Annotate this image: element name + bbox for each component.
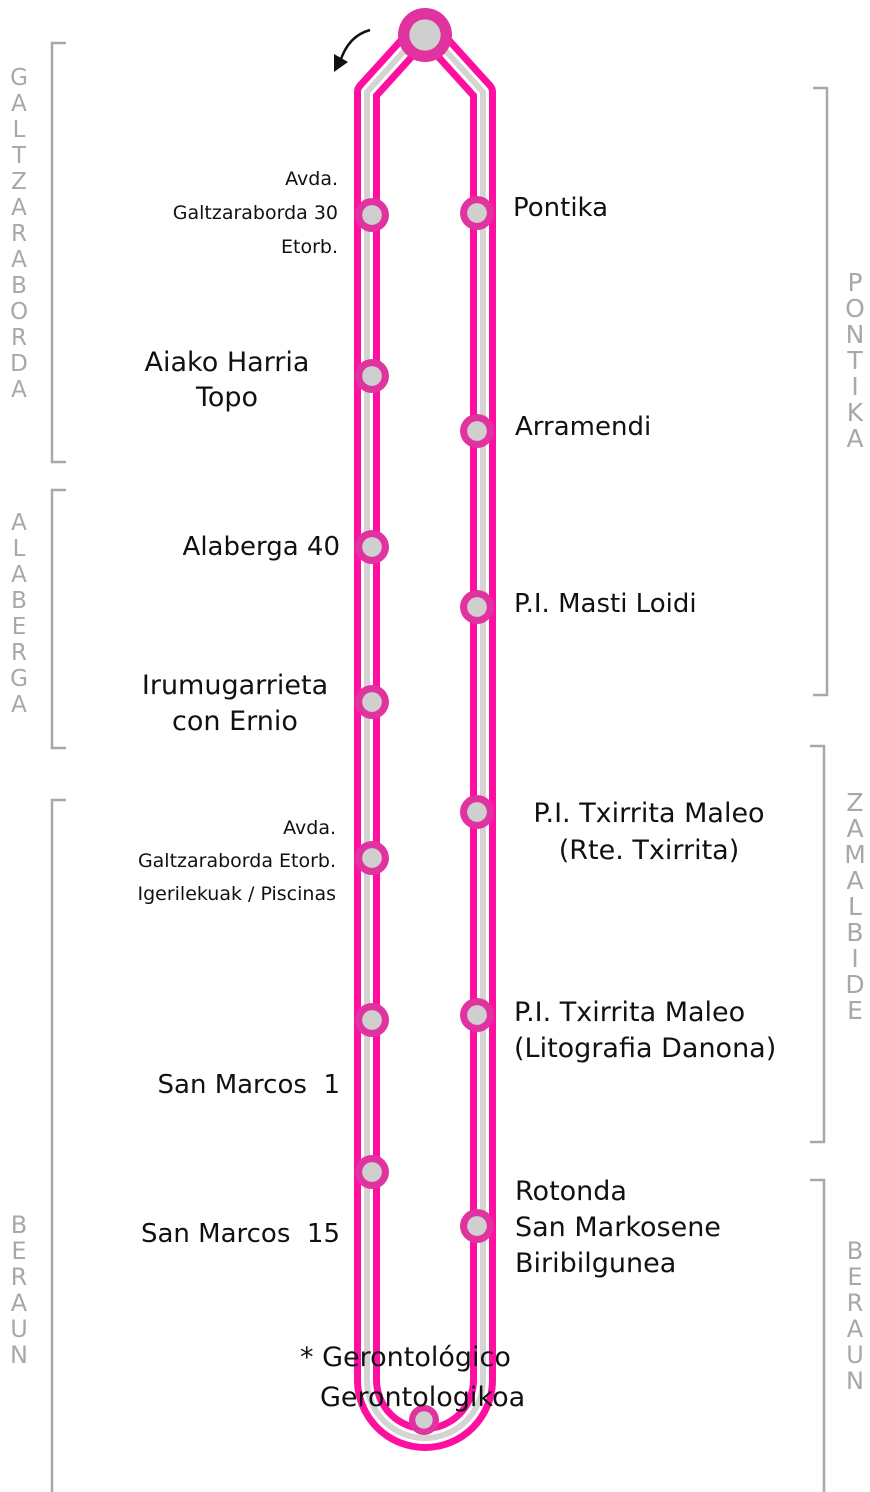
zone-letter: N [10,1341,28,1369]
zone-brackets [50,41,829,1492]
stop-label-right: P.I. Txirrita Maleo (Litografia Danona) [514,997,777,1064]
stop-label-right: P.I. Txirrita Maleo (Rte. Txirrita) [533,798,765,866]
stop-marker-left-center [362,1162,382,1182]
zone-letter: Z [11,169,27,195]
zone-letter: I [851,372,859,401]
zone-letter: B [846,918,864,947]
zone-letter: O [9,299,29,325]
zone-letter: A [11,247,27,273]
zone-letter: U [10,1315,28,1343]
stop-marker-right-center [467,1216,487,1236]
stop-marker-left-center [362,537,382,557]
zone-letter: A [846,866,864,895]
stop-label-right: Rotonda San Markosene Biribilgunea [515,1176,721,1279]
stop-marker-right-center [467,421,487,441]
zone-letter: R [11,640,27,666]
zone-letter: E [11,1237,27,1265]
zone-letter: L [12,536,26,562]
stop-label-left: San Marcos 15 [140,1219,340,1249]
stop-marker-left-center [362,366,382,386]
zone-letter: B [11,588,27,614]
zone-letter: E [847,1263,863,1291]
stop-label-left: Alaberga 40 [182,532,340,562]
stop-label-left: Avda. Galtzaraborda Etorb. Igerilekuak /… [137,817,336,905]
terminal-marker-bottom-center [415,1411,433,1429]
zone-letter: D [845,970,865,999]
zone-bracket-pontika [813,86,829,697]
stop-marker-right-center [467,203,487,223]
zone-letter: R [11,221,27,247]
zone-letter: T [847,346,863,375]
stop-label-left: San Marcos 1 [157,1070,340,1100]
curved-arrow-counterclockwise-icon [334,28,371,72]
stop-label-right: P.I. Masti Loidi [514,589,697,619]
zone-bracket-alaberga [50,488,66,750]
zone-bracket-galtzaraborda [50,41,66,464]
stop-marker-right-center [467,597,487,617]
zone-letter: A [846,1315,864,1343]
zone-letter: A [11,91,27,117]
zone-letter: R [846,1289,864,1317]
zone-letter: L [848,892,862,921]
zone-letter: Z [846,788,864,817]
zone-letter: N [846,1367,864,1395]
zone-bracket-beraun-left [50,798,66,1492]
zone-letter: P [847,268,863,297]
stop-label-left: Aiako Harria Topo [144,347,310,413]
zone-letter: N [845,320,865,349]
zone-letter: M [844,840,866,869]
stop-marker-left-center [362,1010,382,1030]
zone-letter: A [846,424,864,453]
zone-letter: A [11,510,27,536]
stop-label-left: Irumugarrieta con Ernio [141,670,329,737]
zone-letter: I [851,944,859,973]
zone-letter: A [11,195,27,221]
zone-bracket-beraun-right [810,1178,826,1492]
zone-letter: B [11,273,27,299]
zone-letter: E [847,996,863,1025]
zone-letter: A [11,562,27,588]
stop-markers [355,8,494,1435]
zone-letter: A [11,377,27,403]
terminal-marker-top-center [409,19,441,51]
zone-letter: G [10,666,28,692]
stop-label-right: Pontika [513,193,609,223]
zone-letter: A [10,1289,28,1317]
zone-letter: E [11,614,27,640]
stop-label-left: Avda. Galtzaraborda 30 Etorb. [172,168,338,258]
zone-letter: K [846,398,864,427]
stop-label-right: Arramendi [515,412,652,442]
stop-marker-left-center [362,848,382,868]
zone-letter: B [10,1211,28,1239]
zone-letter: U [846,1341,864,1369]
zone-letter: B [846,1237,864,1265]
zone-letter: A [846,814,864,843]
terminal-label: * Gerontológico Gerontologikoa [300,1342,526,1413]
stop-marker-right-center [467,1005,487,1025]
stop-marker-right-center [467,802,487,822]
zone-letter: O [845,294,865,323]
stop-marker-left-center [362,692,382,712]
zone-bracket-zamalbide [810,744,826,1144]
zone-letter: G [10,65,28,91]
route-line [354,15,496,1451]
zone-letter: R [11,325,27,351]
zone-letter: D [10,351,28,377]
zone-letter: R [10,1263,28,1291]
zone-letter: A [11,692,27,718]
zone-letter: T [11,143,27,169]
route-line-inner [364,25,486,1441]
zone-letter: L [12,117,26,143]
stop-marker-left-center [362,205,382,225]
